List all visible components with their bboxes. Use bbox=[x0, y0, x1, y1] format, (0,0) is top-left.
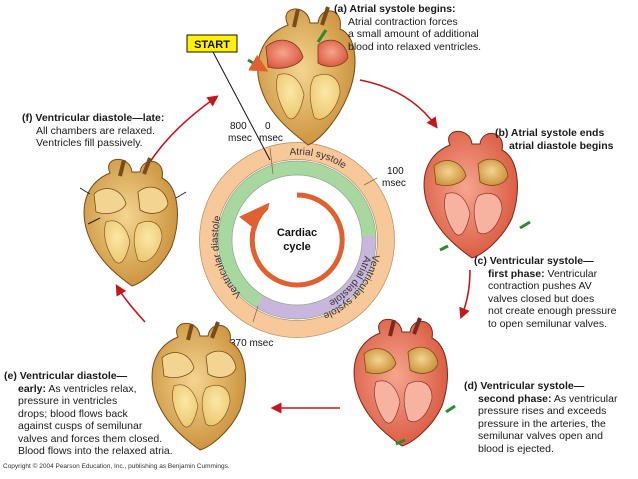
time-370: 370 msec bbox=[230, 338, 273, 349]
phase-c-first-tail: Ventricular bbox=[544, 267, 598, 280]
time-100-unit: msec bbox=[382, 178, 406, 189]
pointer-arrow-a-left bbox=[247, 54, 269, 72]
phase-f-label: (f) Ventricular diastole—late: All chamb… bbox=[22, 112, 202, 150]
cycle-ring bbox=[199, 142, 395, 338]
phase-d-line-2: pressure in the arteries, the bbox=[478, 417, 606, 430]
copyright-notice: Copyright © 2004 Pearson Education, Inc.… bbox=[3, 463, 230, 470]
phase-d-line-3: semilunar valves open and bbox=[478, 430, 603, 442]
time-800: 800 bbox=[230, 121, 247, 132]
phase-f-line-2: Ventricles fill passively. bbox=[36, 137, 143, 149]
phase-d-label: (d) Ventricular systole— second phase: A… bbox=[464, 380, 636, 455]
phase-b-title-2: atrial diastole begins bbox=[509, 139, 614, 152]
pointer-arrow-c-left bbox=[395, 438, 406, 446]
cycle-arrow-b-c bbox=[459, 269, 471, 320]
phase-a-line-3: blood into relaxed ventricles. bbox=[348, 40, 482, 53]
phase-c-line-3: not create enough pressure bbox=[488, 305, 617, 317]
center-label-line2: cycle bbox=[283, 241, 311, 253]
start-box bbox=[186, 34, 238, 53]
cycle-arrows bbox=[115, 79, 471, 414]
phase-a-line-1: Atrial contraction forces bbox=[348, 15, 458, 28]
phase-e-line-1: pressure in ventricles bbox=[18, 395, 118, 407]
pointer-arrow-b-right bbox=[519, 220, 531, 230]
phase-e-title-2: early: bbox=[18, 382, 47, 395]
pointer-arrow-c-right bbox=[445, 404, 456, 414]
time-0: 0 bbox=[265, 121, 271, 132]
phase-e-line-4: valves and forces them closed. bbox=[18, 432, 163, 445]
phase-e-title-1: (e) Ventricular diastole— bbox=[4, 370, 128, 382]
heart-d-illustration bbox=[151, 321, 246, 451]
phase-b-title-1: (b) Atrial systole ends bbox=[495, 127, 605, 139]
time-800-unit: msec bbox=[228, 133, 252, 144]
phase-e-label: (e) Ventricular diastole— early: As vent… bbox=[4, 370, 204, 458]
start-marker: START bbox=[186, 34, 271, 161]
phase-f-line-1: All chambers are relaxed. bbox=[36, 124, 156, 137]
phase-c-title-2: first phase: bbox=[488, 267, 545, 280]
phase-d-title-1: (d) Ventricular systole— bbox=[464, 380, 585, 392]
cycle-arrow-a-b bbox=[359, 79, 438, 129]
phase-e-line-3: against cusps of semilunar bbox=[18, 420, 143, 432]
phase-d-first-tail: As ventricular bbox=[551, 392, 618, 405]
time-100: 100 bbox=[387, 166, 404, 177]
phase-d-line-4: blood is ejected. bbox=[478, 442, 554, 455]
phase-a-label: (a) Atrial systole begins: Atrial contra… bbox=[334, 3, 534, 53]
phase-c-line-2: valves closed but does bbox=[488, 292, 595, 305]
time-0-unit: msec bbox=[259, 133, 283, 144]
phase-e-line-5: Blood flows into the relaxed atria. bbox=[18, 445, 173, 457]
outer-ring bbox=[199, 142, 395, 338]
pointer-arrow-a-right bbox=[316, 29, 328, 43]
inner-ring-lavender bbox=[256, 235, 376, 319]
phase-e-line-2: drops; blood flows back bbox=[18, 407, 128, 420]
phase-c-line-1: contraction pushes AV bbox=[488, 280, 592, 292]
center-label-line1: Cardiac bbox=[277, 227, 317, 239]
cycle-arrow-e-f bbox=[147, 95, 219, 166]
cycle-arrow-d-e bbox=[115, 284, 146, 323]
phase-d-title-2: second phase: bbox=[478, 392, 552, 405]
heart-f-illustration bbox=[79, 157, 187, 287]
phase-e-first-tail: As ventricles relax, bbox=[46, 382, 137, 395]
start-pointer-line bbox=[212, 51, 271, 161]
heart-c-illustration bbox=[353, 317, 448, 447]
phase-f-title: (f) Ventricular diastole—late: bbox=[22, 112, 165, 124]
phase-c-line-4: to open semilunar valves. bbox=[488, 317, 608, 330]
center-arrow bbox=[239, 192, 345, 288]
phase-a-line-2: a small amount of additional bbox=[348, 28, 479, 40]
phase-c-title-1: (c) Ventricular systole— bbox=[474, 255, 594, 267]
heart-b-illustration bbox=[423, 130, 518, 259]
heart-a-illustration bbox=[257, 6, 356, 146]
phase-a-title: (a) Atrial systole begins: bbox=[334, 3, 456, 15]
phase-c-label: (c) Ventricular systole— first phase: Ve… bbox=[474, 255, 636, 330]
phase-b-label: (b) Atrial systole ends atrial diastole … bbox=[495, 127, 635, 152]
start-label: START bbox=[194, 39, 230, 51]
phase-d-line-1: pressure rises and exceeds bbox=[478, 405, 607, 417]
pointer-arrow-b-left bbox=[439, 244, 449, 252]
